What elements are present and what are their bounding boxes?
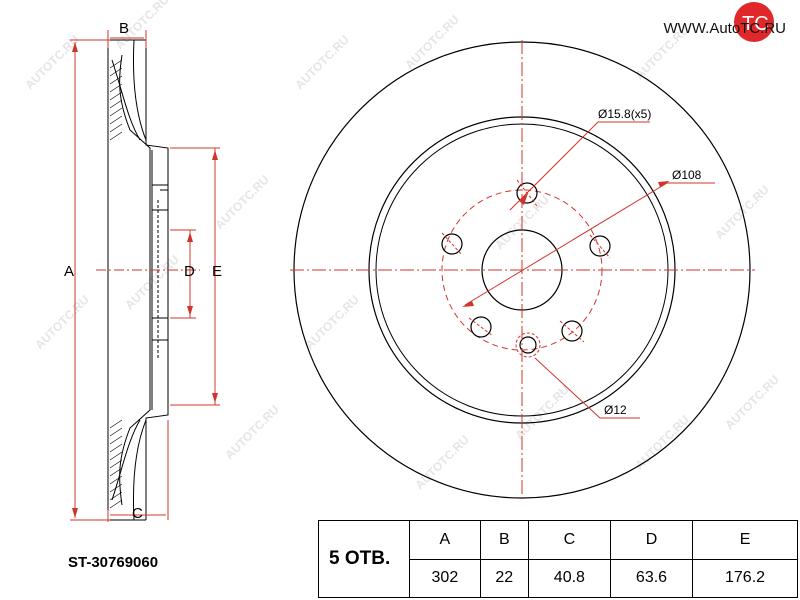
watermark-text: AUTOTC.RU — [22, 32, 82, 92]
dim-label-e: E — [212, 263, 222, 280]
watermark-text: AUTOTC.RU — [722, 372, 782, 432]
watermark-text: AUTOTC.RU — [32, 292, 92, 352]
spec-header-d: D — [609, 520, 694, 560]
dim-label-b: B — [119, 20, 129, 37]
bolt-hole — [516, 182, 538, 204]
watermark-text: AUTOTC.RU — [302, 292, 362, 352]
bolt-hole — [441, 233, 463, 255]
dim-label-d: D — [184, 263, 195, 280]
front-dimensions — [290, 40, 755, 500]
spec-value-d: 63.6 — [609, 558, 694, 598]
watermark-layer: AUTOTC.RU AUTOTC.RU AUTOTC.RU AUTOTC.RU AUTO… — [22, 0, 782, 492]
side-dim-arrows — [72, 42, 218, 518]
spec-value-a: 302 — [409, 558, 481, 598]
watermark-text: AUTOTC.RU — [512, 382, 572, 442]
small-hole — [519, 336, 537, 354]
callout-pcd: Ø108 — [672, 168, 702, 182]
spec-value-e: 176.2 — [692, 558, 798, 598]
spec-table: 5 ОТВ. A B C D E 302 22 40.8 63.6 176.2 — [318, 520, 798, 598]
holes-count: 5 ОТВ. — [318, 520, 410, 598]
dim-label-c: C — [132, 505, 143, 522]
watermark-text: AUTOTC.RU — [222, 402, 282, 462]
watermark-text: AUTOTC.RU — [292, 32, 352, 92]
logo-text: TC — [742, 13, 769, 35]
watermark-text: AUTOTC.RU — [212, 172, 272, 232]
side-hatching — [109, 59, 123, 509]
spec-header-c: C — [527, 520, 611, 560]
dim-label-a: A — [64, 263, 74, 280]
autotc-logo: TC — [734, 2, 774, 42]
bolt-hole — [589, 235, 611, 257]
watermark-text: AUTOTC.RU — [402, 12, 462, 72]
callout-bolt-holes: Ø15.8(x5) — [598, 107, 651, 121]
spec-header-a: A — [409, 520, 481, 560]
spec-value-row: 302 22 40.8 63.6 176.2 — [319, 558, 798, 598]
bolt-hole — [561, 320, 583, 342]
side-section-view — [107, 39, 169, 521]
site-url: WWW.AutoTC.RU — [663, 20, 787, 37]
spec-header-b: B — [479, 520, 529, 560]
watermark-text: AUTOTC.RU — [632, 412, 692, 472]
front-dim-arrows — [462, 181, 670, 307]
callout-small-hole: Ø12 — [604, 403, 627, 417]
spec-value-b: 22 — [479, 558, 529, 598]
part-number: ST-30769060 — [68, 554, 159, 571]
side-dimensions — [70, 30, 220, 522]
spec-header-row: 5 ОТВ. A B C D E — [318, 520, 798, 598]
spec-value-c: 40.8 — [527, 558, 611, 598]
spec-header-e: E — [692, 520, 798, 560]
bolt-hole — [470, 316, 492, 338]
